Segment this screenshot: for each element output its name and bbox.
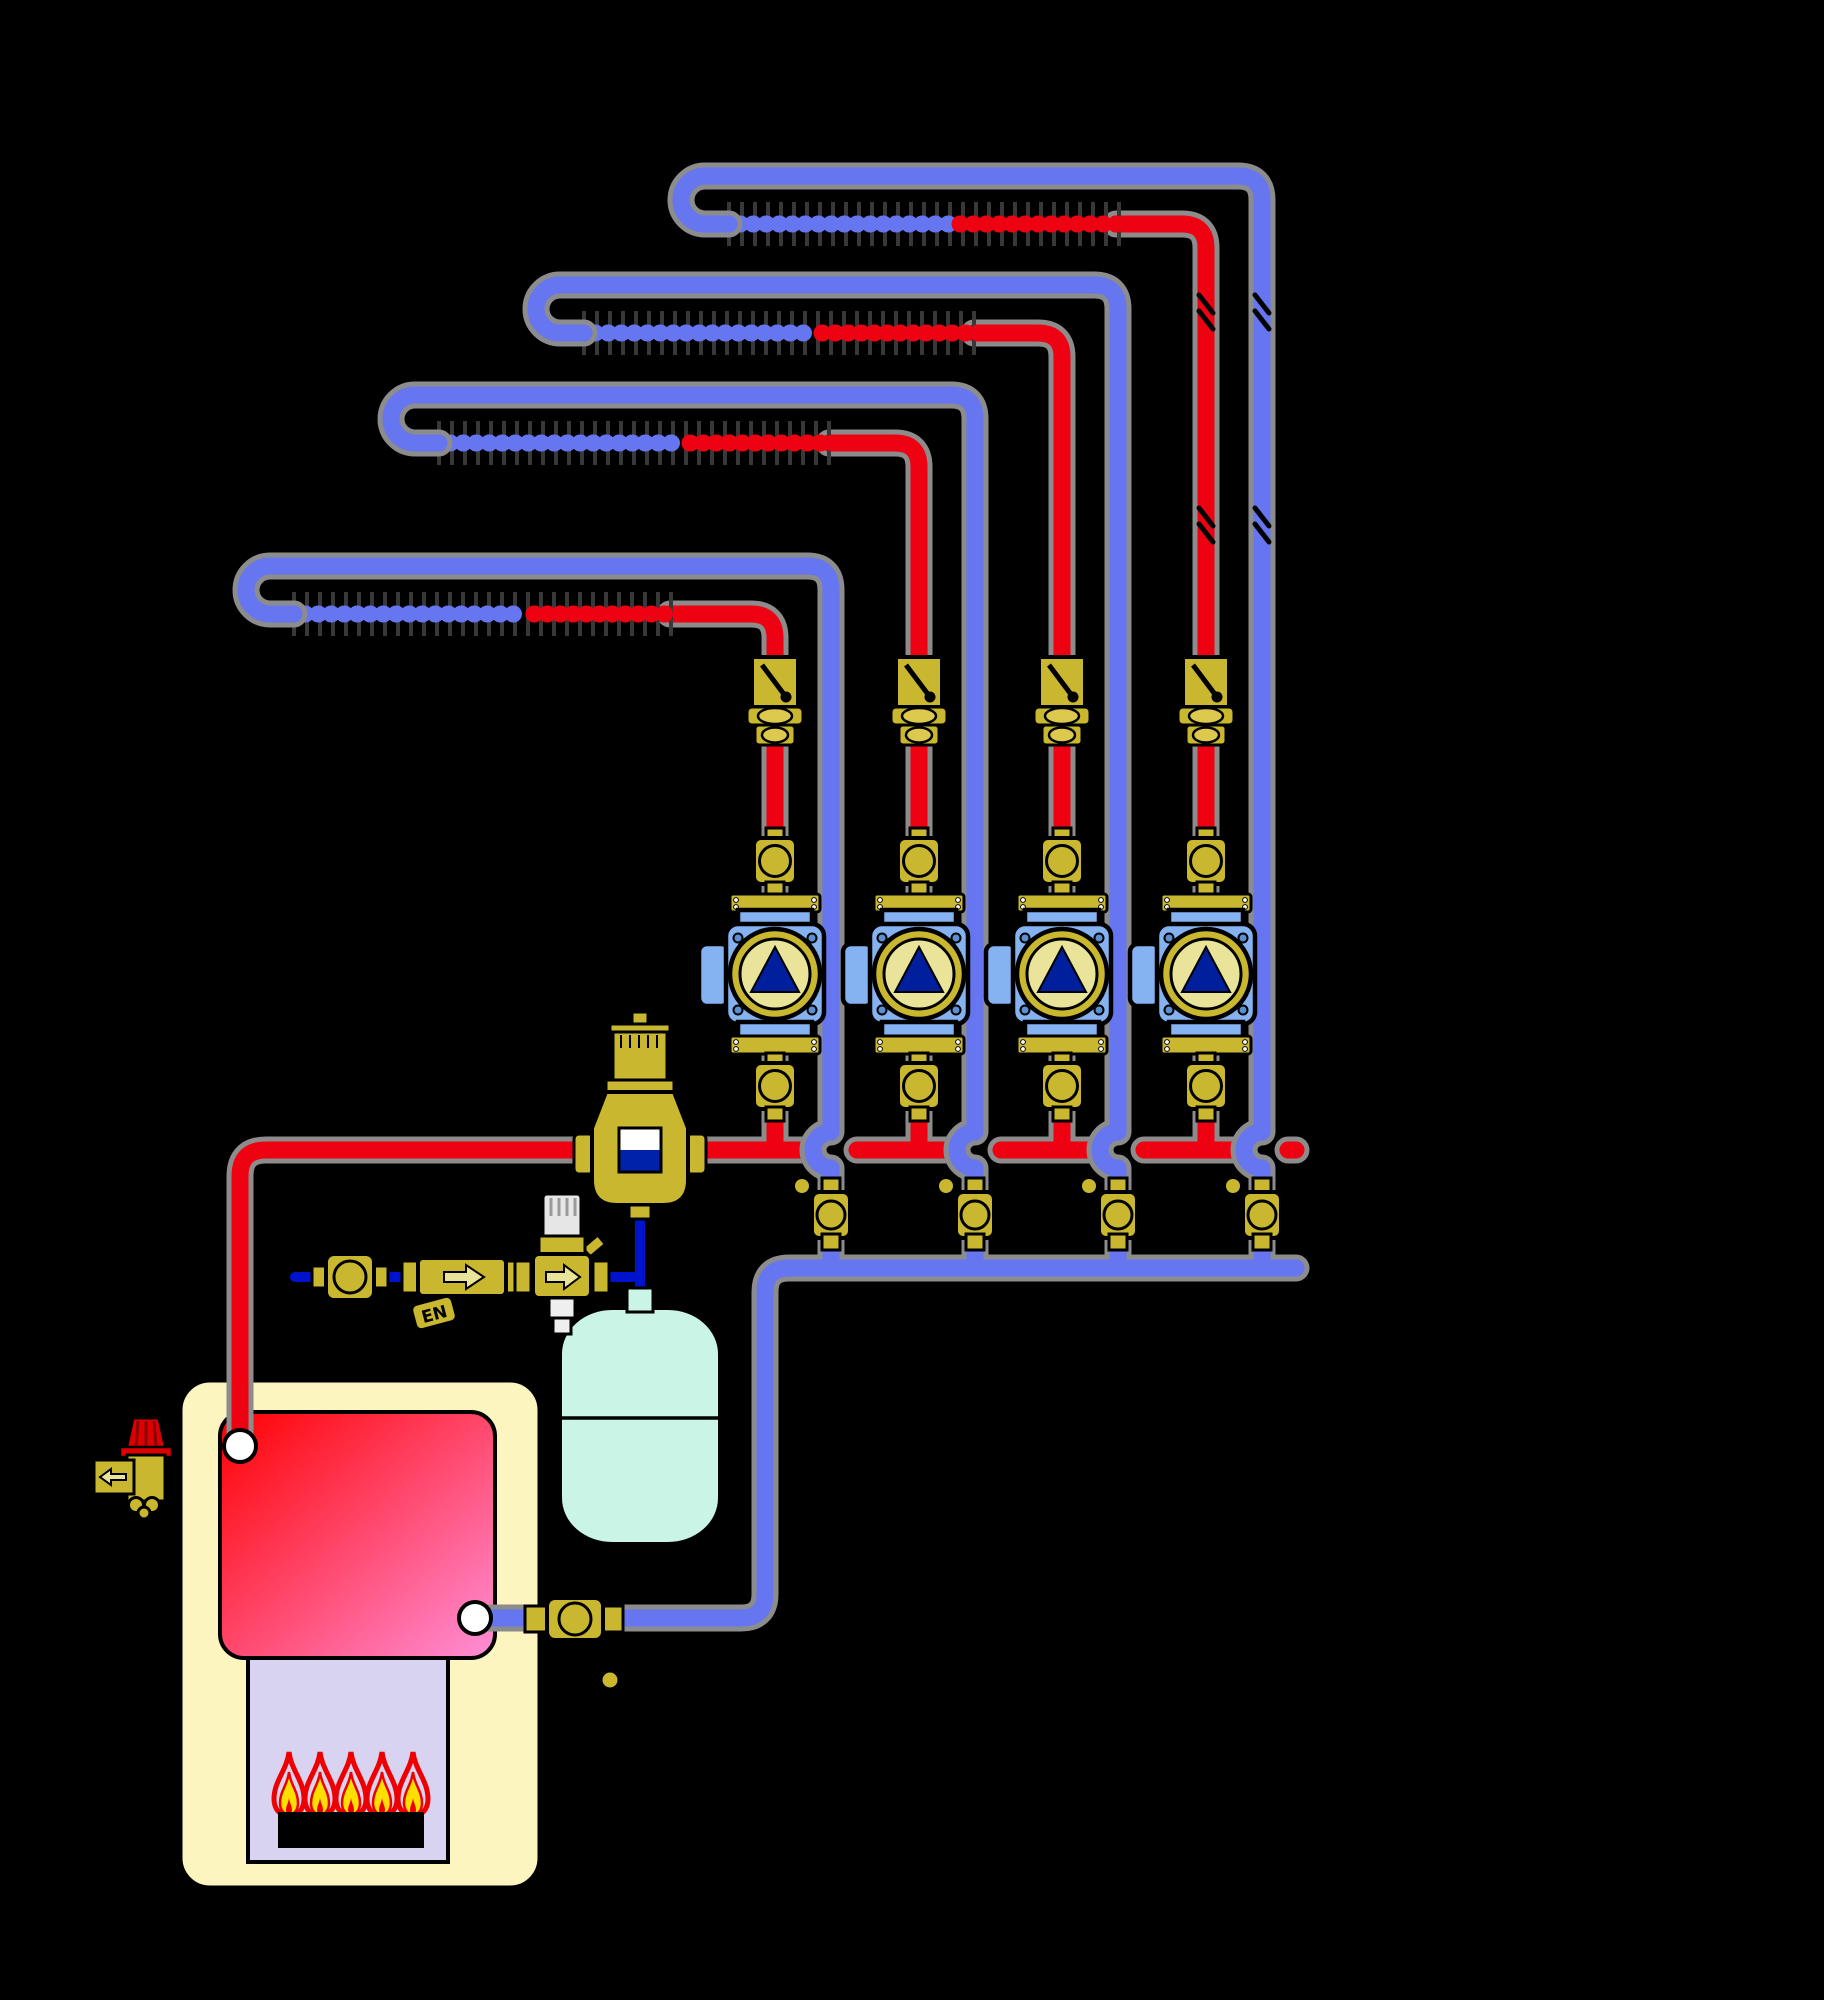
pump-inlet-valve-3 [1039, 826, 1085, 898]
fill-group: EN [310, 1192, 611, 1336]
boiler-supply-riser-and-manifold [231, 1141, 814, 1457]
return-piping [232, 162, 1310, 1632]
flow-arrow-icon [545, 1263, 582, 1291]
heating-loop-2-return [382, 386, 984, 1277]
pump-outlet-valve-3 [1039, 1051, 1085, 1123]
circuit-4-supply [1107, 215, 1215, 1159]
zone-valve-2 [891, 657, 947, 745]
supply-piping [226, 210, 1310, 1462]
zone-valve-4 [1178, 657, 1234, 745]
boiler-return-port [457, 1600, 493, 1636]
boiler-return-valve [523, 1596, 625, 1691]
boiler-drain-cock [599, 1669, 621, 1691]
circuit-2-supply [820, 434, 928, 1159]
burner-bar [278, 1812, 424, 1848]
boiler [177, 1377, 543, 1891]
discharge-arrow-icon [98, 1467, 127, 1487]
heating-loop-emitters [283, 202, 1131, 636]
pump-outlet-valve-4 [1183, 1051, 1229, 1123]
tank-nipple [625, 1286, 655, 1314]
safety-relief-valve [92, 1416, 174, 1521]
flow-arrow-icon [443, 1263, 486, 1291]
pump-inlet-valve-4 [1183, 826, 1229, 898]
pump-inlet-valve-2 [896, 826, 942, 898]
sight-glass [617, 1126, 663, 1174]
pump-outlet-valve-1 [752, 1051, 798, 1123]
pressure-reducing-valve [513, 1192, 611, 1336]
zone-valve-1 [747, 657, 803, 745]
en-approval-tag: EN [410, 1294, 458, 1332]
heating-loop-3-return [527, 276, 1127, 1277]
return-manifold-to-boiler [466, 1259, 1305, 1627]
expansion-tank [558, 1306, 722, 1546]
pump-inlet-valve-1 [752, 826, 798, 898]
heat-exchanger [218, 1410, 497, 1660]
air-separator [572, 1008, 708, 1221]
circuit-3-supply [965, 324, 1071, 1159]
boiler-supply-port [222, 1428, 258, 1464]
heating-loop-4-return [672, 167, 1271, 1277]
fill-ball-valve [310, 1252, 390, 1302]
prv-drain [551, 1316, 573, 1336]
heating-loop-1-return [237, 557, 840, 1277]
zone-valve-3 [1034, 657, 1090, 745]
circuit-1-supply [661, 605, 784, 1159]
pump-outlet-valve-2 [896, 1051, 942, 1123]
